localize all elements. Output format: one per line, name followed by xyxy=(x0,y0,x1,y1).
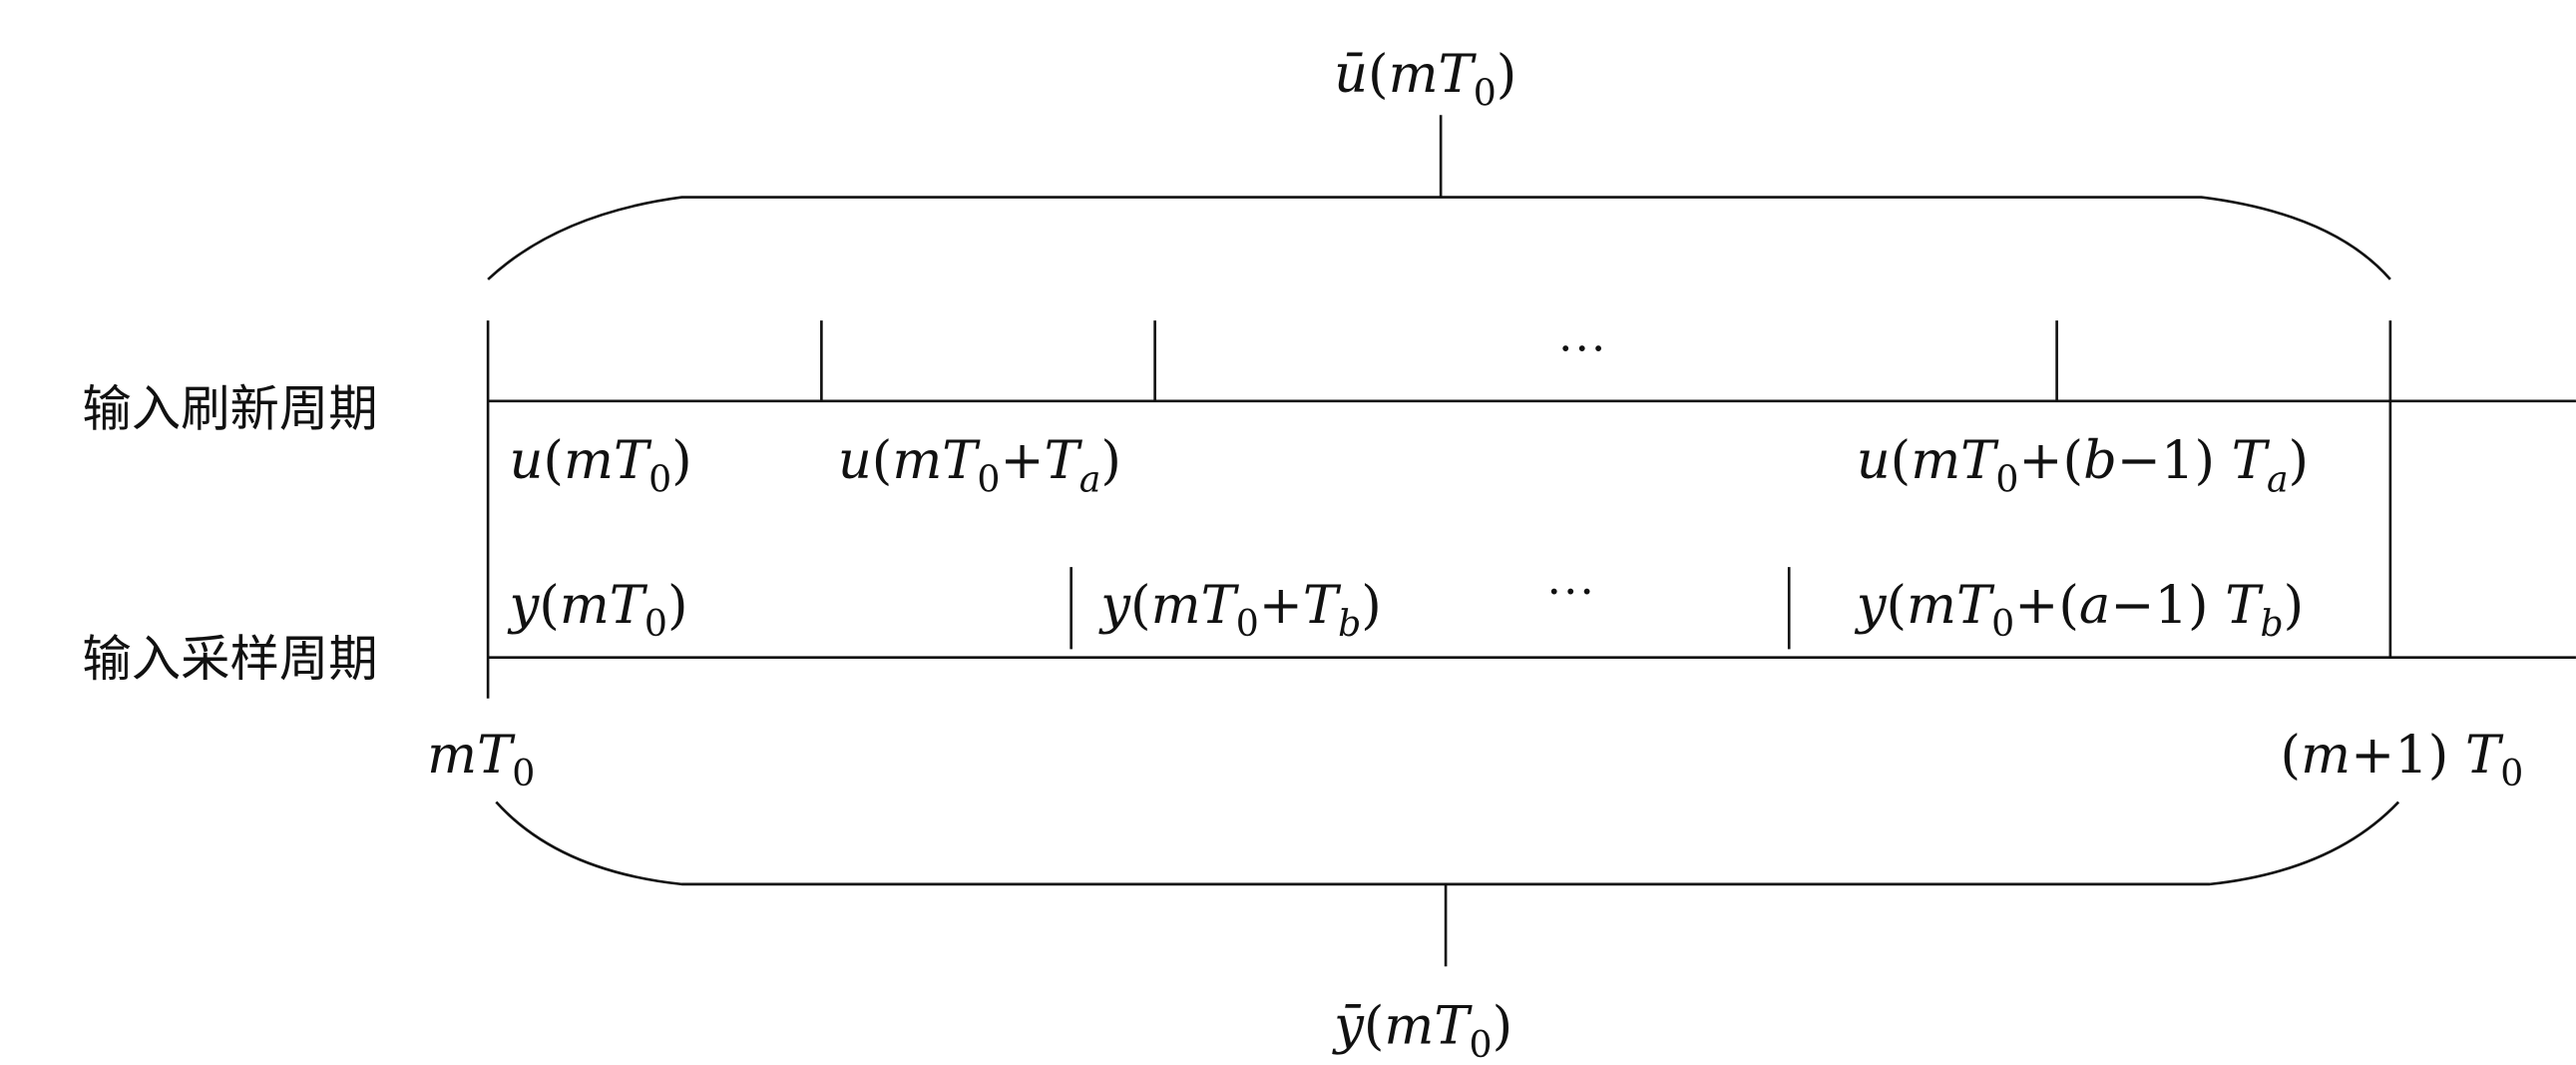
math-segment: b xyxy=(1338,602,1361,645)
math-segment: mT xyxy=(560,575,648,636)
math-segment: a xyxy=(2267,457,2289,500)
math-segment: 0 xyxy=(1236,602,1259,645)
math-segment: ( xyxy=(1891,430,1912,491)
y0-label: y(mT0) xyxy=(508,575,688,645)
math-segment: T xyxy=(2225,575,2264,636)
math-segment: + xyxy=(1259,575,1303,636)
math-segment: −1) xyxy=(2117,430,2232,491)
math-segment: a xyxy=(2079,575,2110,636)
math-segment: +( xyxy=(2014,575,2079,636)
math-segment: m xyxy=(2301,725,2351,786)
math-segment: ) xyxy=(1497,44,1517,105)
un-label: u(mT0+(b−1) Ta) xyxy=(1857,430,2309,500)
math-segment: b xyxy=(2083,430,2117,491)
math-segment: b xyxy=(2260,602,2283,645)
start-time-label: mT0 xyxy=(427,725,535,795)
math-segment: y xyxy=(1855,575,1888,636)
math-segment: ) xyxy=(667,575,688,636)
math-segment: −1) xyxy=(2110,575,2225,636)
math-segment: 0 xyxy=(648,457,671,500)
math-segment: T xyxy=(2232,430,2271,491)
refresh-ellipsis: ··· xyxy=(1557,321,1606,376)
top-brace xyxy=(487,196,2391,280)
math-segment: ( xyxy=(872,430,893,491)
u-bar-label: ū(mT0) xyxy=(1334,44,1516,114)
math-segment: ( xyxy=(1364,996,1385,1057)
math-segment: mT xyxy=(1907,575,1995,636)
sample-ellipsis: ··· xyxy=(1546,564,1595,619)
math-segment: 0 xyxy=(1995,457,2018,500)
math-segment: mT xyxy=(892,430,981,491)
bottom-brace xyxy=(495,800,2400,886)
math-segment: +1) xyxy=(2351,725,2465,786)
refresh-period-label: 输入刷新周期 xyxy=(82,379,377,437)
u0-label: u(mT0) xyxy=(510,430,692,500)
math-segment: 0 xyxy=(1991,602,2014,645)
math-segment: ( xyxy=(1368,44,1389,105)
math-segment: ( xyxy=(539,575,560,636)
math-segment: 0 xyxy=(977,457,1000,500)
yn-label: y(mT0+(a−1) Tb) xyxy=(1855,575,2305,645)
math-segment: mT xyxy=(1911,430,1999,491)
y1-label: y(mT0+Tb) xyxy=(1098,575,1382,645)
math-segment: ( xyxy=(1130,575,1151,636)
math-segment: ) xyxy=(1100,430,1121,491)
math-segment: mT xyxy=(1389,44,1478,105)
math-segment: ( xyxy=(543,430,564,491)
math-segment: 0 xyxy=(512,752,535,795)
math-segment: ( xyxy=(1886,575,1907,636)
math-segment: T xyxy=(1303,575,1342,636)
math-segment: 0 xyxy=(1474,71,1497,114)
math-segment: 0 xyxy=(2500,752,2523,795)
math-segment: ) xyxy=(671,430,692,491)
math-segment: ȳ xyxy=(1332,996,1365,1057)
math-segment: u xyxy=(838,430,872,491)
math-segment: T xyxy=(2465,725,2504,786)
math-segment: ) xyxy=(1361,575,1382,636)
u1-label: u(mT0+Ta) xyxy=(838,430,1121,500)
math-segment: mT xyxy=(1151,575,1240,636)
math-segment: a xyxy=(1079,457,1101,500)
math-segment: +( xyxy=(2018,430,2083,491)
sample-period-label: 输入采样周期 xyxy=(82,630,377,688)
y-bar-label: ȳ(mT0) xyxy=(1332,996,1512,1065)
math-segment: 0 xyxy=(644,602,667,645)
math-segment: T xyxy=(1045,430,1083,491)
math-segment: ( xyxy=(2281,725,2302,786)
math-segment: ū xyxy=(1334,44,1368,105)
math-segment: u xyxy=(1857,430,1891,491)
math-segment: ) xyxy=(1493,996,1513,1057)
math-segment: mT xyxy=(427,725,516,786)
math-segment: u xyxy=(510,430,544,491)
math-segment: y xyxy=(1098,575,1131,636)
math-segment: y xyxy=(508,575,541,636)
math-segment: ) xyxy=(2289,430,2310,491)
math-segment: + xyxy=(1000,430,1044,491)
math-segment: 0 xyxy=(1470,1023,1493,1065)
math-segment: ) xyxy=(2284,575,2305,636)
math-segment: mT xyxy=(564,430,652,491)
math-segment: mT xyxy=(1384,996,1473,1057)
end-time-label: (m+1) T0 xyxy=(2281,725,2524,795)
